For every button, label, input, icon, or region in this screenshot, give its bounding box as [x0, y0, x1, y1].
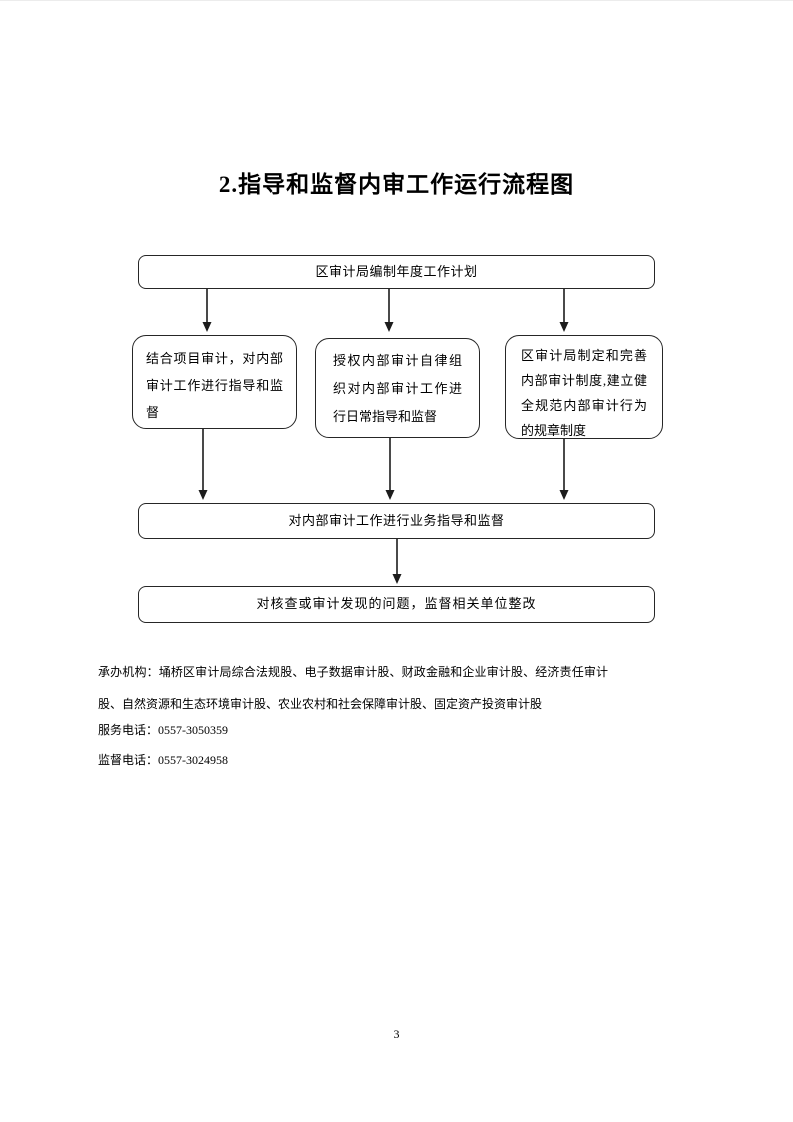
- flow-box-self-regulation-org: 授权内部审计自律组织对内部审计工作进行日常指导和监督: [315, 338, 480, 438]
- agencies-text: 承办机构：埇桥区审计局综合法规股、电子数据审计股、财政金融和企业审计股、经济责任…: [98, 665, 608, 711]
- down-arrow-icon: [384, 289, 394, 332]
- flow-box-project-audit-guidance: 结合项目审计，对内部审计工作进行指导和监督: [132, 335, 297, 429]
- flow-box-rectification: 对核查或审计发现的问题，监督相关单位整改: [138, 586, 655, 623]
- down-arrow-icon: [198, 429, 208, 500]
- down-arrow-icon: [559, 289, 569, 332]
- down-arrow-icon: [385, 438, 395, 500]
- down-arrow-icon: [392, 539, 402, 584]
- flow-box-business-guidance: 对内部审计工作进行业务指导和监督: [138, 503, 655, 539]
- service-phone-text: 服务电话：0557-3050359: [98, 723, 228, 737]
- down-arrow-icon: [559, 439, 569, 500]
- page-title: 2.指导和监督内审工作运行流程图: [218, 172, 575, 197]
- flow-box-annual-plan: 区审计局编制年度工作计划: [138, 255, 655, 289]
- supervision-phone-text: 监督电话：0557-3024958: [98, 753, 228, 767]
- down-arrow-icon: [202, 289, 212, 332]
- flow-box-rules-system: 区审计局制定和完善内部审计制度,建立健全规范内部审计行为的规章制度: [505, 335, 663, 439]
- page-number: 3: [393, 1027, 400, 1041]
